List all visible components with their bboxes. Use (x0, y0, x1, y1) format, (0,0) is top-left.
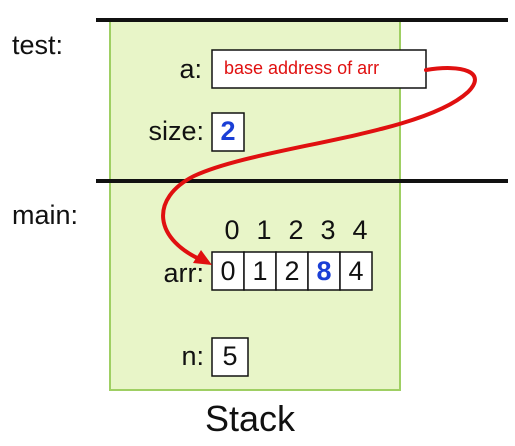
arr-value: 0 (220, 256, 236, 286)
n-box (211, 337, 249, 377)
arr-value: 4 (348, 256, 364, 286)
n-value: 5 (222, 341, 238, 371)
var-label-size: size: (148, 116, 204, 146)
arr-cell-2 (275, 251, 309, 291)
arr-cell-4 (339, 251, 373, 291)
size-box (211, 112, 245, 152)
pointer-arrow (161, 66, 477, 264)
var-label-a: a: (179, 54, 202, 84)
var-label-n: n: (181, 341, 204, 371)
arr-index: 4 (352, 215, 368, 245)
arr-value-modified: 8 (316, 256, 332, 286)
arr-value: 1 (252, 256, 268, 286)
var-label-arr: arr: (163, 258, 205, 288)
arr-index: 0 (224, 215, 240, 245)
a-value: base address of arr (224, 58, 380, 78)
frame-label-main: main: (12, 200, 79, 230)
frame-label-test: test: (12, 30, 64, 60)
arr-cell-1 (243, 251, 277, 291)
arr-index: 3 (320, 215, 336, 245)
stack-caption: Stack (204, 398, 296, 439)
pointer-arrowhead (193, 250, 212, 265)
arr-cells (211, 251, 373, 291)
size-value: 2 (220, 116, 236, 146)
arr-cell-3 (307, 251, 341, 291)
a-box (211, 49, 427, 89)
arr-value: 2 (284, 256, 300, 286)
arr-index: 2 (288, 215, 304, 245)
arr-index: 1 (256, 215, 272, 245)
